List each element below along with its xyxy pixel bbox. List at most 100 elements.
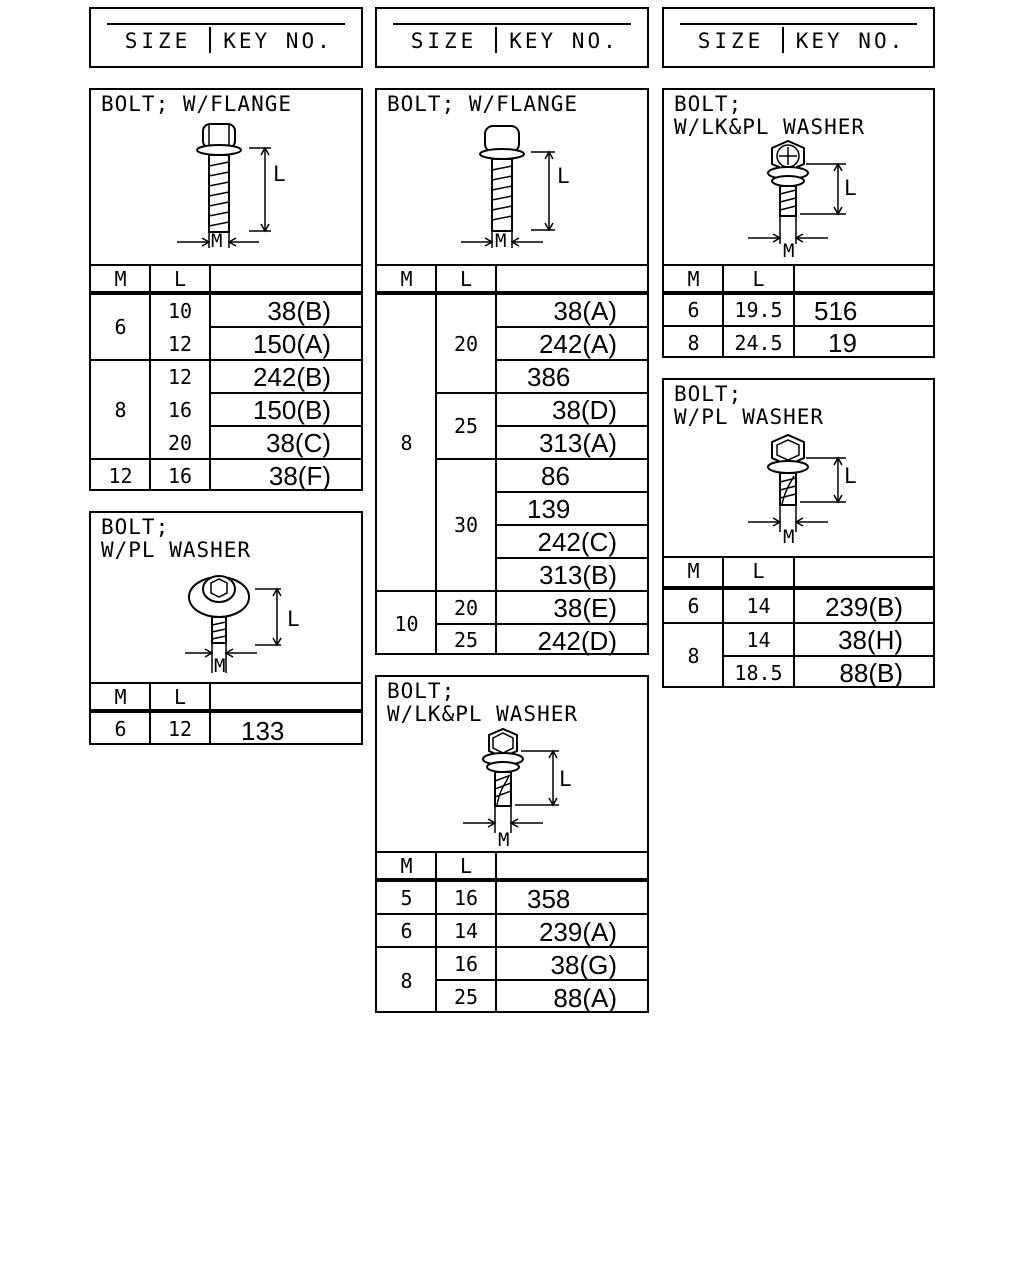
table-cell-m: 5 [400, 885, 413, 910]
col-header-l: L [752, 559, 765, 583]
panel-bolt-pl-washer-left: BOLT; W/PL WASHER L M M L 6 12 133 [89, 511, 363, 745]
table-cell-m: 6 [687, 298, 700, 322]
key-no-cell: 139 [527, 494, 571, 524]
key-no-cell: 19 [828, 328, 857, 358]
panel-bolt-flange-middle: BOLT; W/FLANGE L M M L 8 10 20 25 30 20 … [375, 88, 649, 655]
row-line [209, 425, 361, 427]
table-top-line [91, 682, 361, 684]
table-cell-l: 20 [167, 430, 193, 455]
key-no-cell: 358 [527, 884, 571, 914]
table-cell-l: 25 [453, 628, 479, 652]
panel-title-line1: BOLT; [674, 92, 743, 116]
table-cell-l: 14 [746, 627, 771, 652]
table-cell-l: 19.5 [734, 298, 783, 322]
header-separator [495, 27, 497, 53]
row-line [91, 359, 361, 361]
table-cell-m: 6 [114, 717, 127, 741]
table-cell-m: 6 [114, 315, 127, 339]
row-line [435, 458, 647, 460]
dim-label-l: L [559, 767, 572, 791]
key-no-cell: 386 [527, 362, 571, 392]
dim-label-l: L [273, 162, 286, 186]
row-line [91, 458, 361, 460]
panel-title-line2: W/PL WASHER [674, 405, 825, 429]
key-no-cell: 38(H) [837, 625, 903, 655]
dim-label-m: M [214, 655, 226, 677]
col-header-l: L [459, 267, 473, 291]
col-header-m: M [687, 559, 700, 583]
key-no-cell: 516 [814, 296, 858, 326]
table-header-divider [377, 878, 647, 882]
dim-label-l: L [844, 176, 857, 200]
table-header-divider [664, 586, 933, 590]
col-divider [793, 264, 795, 358]
row-line [435, 979, 647, 981]
key-no-cell: 242(C) [537, 527, 617, 557]
table-top-line [91, 264, 361, 266]
table-top-line [377, 851, 647, 853]
col-header-l: L [752, 267, 765, 291]
row-line [495, 557, 647, 559]
bolt-pl-washer-diagram [185, 575, 282, 673]
dim-label-l: L [287, 607, 300, 631]
row-line [377, 590, 647, 592]
header-box-col1: SIZE KEY NO. [89, 7, 363, 68]
table-header-divider [664, 291, 933, 295]
size-label: SIZE [410, 29, 478, 53]
key-no-cell: 38(F) [268, 461, 331, 491]
key-no-cell: 38(A) [553, 296, 617, 326]
row-line [495, 491, 647, 493]
dim-label-m: M [498, 829, 510, 851]
row-line [495, 425, 647, 427]
bolt-lk-pl-washer-diagram [748, 139, 846, 244]
bolt-pl-washer-diagram [748, 433, 846, 532]
key-no-cell: 242(A) [538, 329, 617, 359]
dim-label-m: M [783, 526, 795, 548]
key-no-cell: 86 [541, 461, 570, 491]
header-box-col3: SIZE KEY NO. [662, 7, 935, 68]
table-cell-l: 16 [167, 397, 193, 422]
table-cell-l: 18.5 [734, 660, 783, 685]
table-cell-m: 8 [687, 330, 700, 355]
table-cell-m: 6 [687, 594, 700, 618]
table-header-divider [91, 291, 361, 295]
key-no-cell: 38(C) [265, 428, 331, 458]
col-divider [495, 851, 497, 1013]
header-separator [782, 27, 784, 53]
row-line [377, 913, 647, 915]
col-header-m: M [400, 854, 413, 878]
table-cell-l: 20 [453, 331, 479, 356]
bolt-flange-diagram [177, 123, 271, 248]
key-no-cell: 150(A) [252, 329, 331, 359]
bolt-flange-diagram [461, 125, 555, 248]
panel-title-line1: BOLT; [674, 382, 743, 406]
key-no-cell: 88(A) [553, 983, 617, 1013]
key-no-label: KEY NO. [795, 29, 906, 53]
table-cell-l: 16 [167, 463, 193, 488]
panel-title-line1: BOLT; [101, 515, 170, 539]
table-top-line [664, 556, 933, 558]
key-no-label: KEY NO. [223, 29, 333, 53]
table-cell-m: 6 [400, 918, 413, 943]
key-no-cell: 133 [241, 716, 285, 746]
row-line [435, 392, 647, 394]
table-cell-l: 12 [167, 717, 193, 741]
panel-bolt-pl-washer-right: BOLT; W/PL WASHER L M M L 6 8 14 14 18.5… [662, 378, 935, 688]
size-label: SIZE [124, 29, 192, 53]
table-top-line [664, 264, 933, 266]
key-no-cell: 38(B) [267, 296, 331, 326]
table-cell-l: 25 [453, 414, 479, 438]
size-label: SIZE [697, 29, 765, 53]
col-header-m: M [114, 685, 127, 709]
panel-bolt-lk-pl-washer-right: BOLT; W/LK&PL WASHER L M M L 6 8 19.5 24… [662, 88, 935, 358]
table-cell-l: 25 [453, 985, 479, 1009]
row-line [377, 946, 647, 948]
key-no-cell: 150(B) [252, 395, 331, 425]
key-no-cell: 242(B) [252, 362, 331, 392]
panel-title-line2: W/PL WASHER [101, 538, 252, 562]
row-line [495, 524, 647, 526]
table-cell-m: 8 [114, 397, 127, 422]
header-separator [209, 27, 211, 53]
key-no-cell: 38(G) [550, 950, 617, 980]
dim-label-m: M [783, 240, 795, 262]
